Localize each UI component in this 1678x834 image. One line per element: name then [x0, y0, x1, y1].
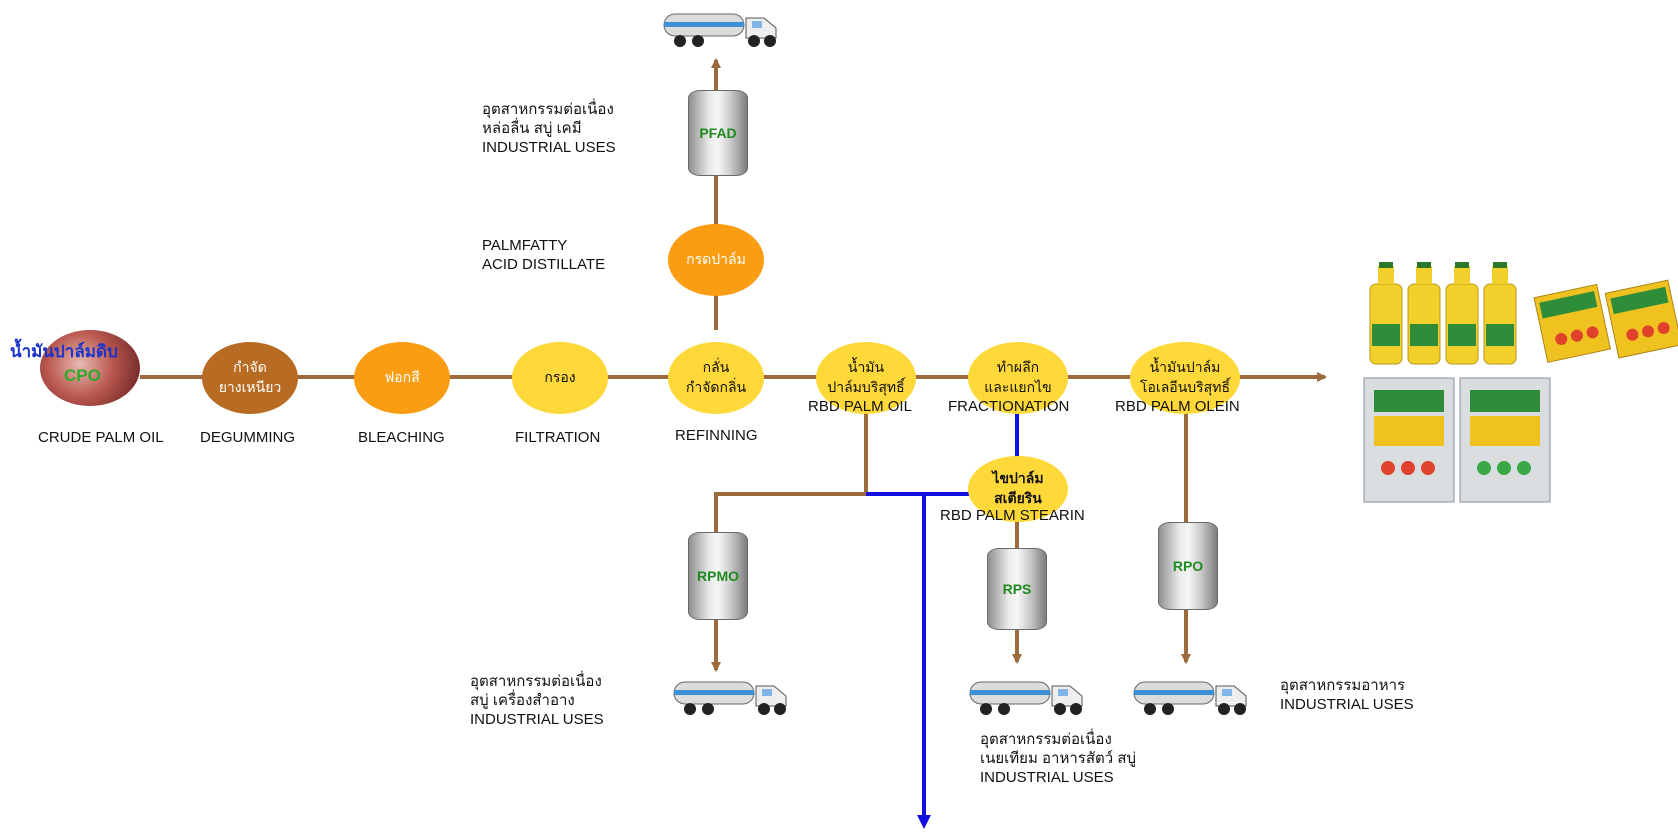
filtration-label: FILTRATION: [515, 429, 601, 446]
oil-tin-icon: [1363, 377, 1455, 503]
pfad-tank-label: PFAD: [699, 125, 737, 141]
storage-tank-icon: RPMO: [688, 532, 748, 620]
rpmo-uses: อุตสาหกรรมต่อเนื่อง สบู่ เครื่องสำอาง IN…: [470, 673, 604, 728]
tanker-truck-icon: [663, 13, 777, 47]
fractionation-node: ทำผลึก และแยกไข: [968, 342, 1068, 414]
tanker-truck-icon: [1133, 681, 1247, 715]
crude-label: CRUDE PALM OIL: [38, 429, 164, 446]
storage-tank-icon: RPS: [987, 548, 1047, 630]
rbd-palm-olein-label: RBD PALM OLEIN: [1115, 398, 1240, 415]
storage-tank-icon: RPO: [1158, 522, 1218, 610]
rps-tank-label: RPS: [1002, 581, 1032, 597]
tanker-truck-icon: [969, 681, 1083, 715]
rps-uses: อุตสาหกรรมต่อเนื่อง เนยเทียม อาหารสัตว์ …: [980, 731, 1136, 786]
crude-title-thai: น้ำมันปาล์มดิบ: [10, 342, 118, 362]
oil-pouch-icon: [1604, 279, 1678, 359]
tanker-truck-icon: [673, 681, 787, 715]
oil-tin-icon: [1459, 377, 1551, 503]
degumming-node: กำจัด ยางเหนียว: [202, 342, 298, 414]
filtration-node: กรอง: [512, 342, 608, 414]
rpmo-tank-label: RPMO: [697, 568, 739, 584]
palm-stearin-node: ไขปาล์ม สเตียริน: [968, 456, 1068, 522]
rpo-uses: อุตสาหกรรมอาหาร INDUSTRIAL USES: [1280, 677, 1414, 713]
crude-abbr: CPO: [64, 366, 101, 385]
rbd-palm-olein-node: น้ำมันปาล์ม โอเลอีนบริสุทธิ์: [1130, 342, 1240, 414]
rpo-tank-label: RPO: [1172, 558, 1204, 574]
consumer-products-image: [1363, 262, 1678, 503]
refining-label: REFINNING: [675, 427, 758, 444]
refining-node: กลั่น กำจัดกลิ่น: [668, 342, 764, 414]
oil-bottle-icon: [1483, 262, 1517, 365]
oil-bottle-icon: [1445, 262, 1479, 365]
crude-palm-oil-image: [40, 330, 140, 406]
storage-tank-icon: PFAD: [688, 90, 748, 176]
bleaching-label: BLEACHING: [358, 429, 445, 446]
oil-bottle-icon: [1407, 262, 1441, 365]
pfad-uses: อุตสาหกรรมต่อเนื่อง หล่อลื่น สบู่ เคมี I…: [482, 101, 616, 156]
degumming-label: DEGUMMING: [200, 429, 295, 446]
pfad-label: PALMFATTY ACID DISTILLATE: [482, 237, 606, 273]
fractionation-label: FRACTIONATION: [948, 398, 1070, 415]
rbd-palm-stearin-label: RBD PALM STEARIN: [940, 507, 1085, 524]
palm-fatty-acid-node: กรดปาล์ม: [668, 224, 764, 296]
oil-pouch-icon: [1533, 283, 1612, 363]
rbd-palm-oil-label: RBD PALM OIL: [808, 398, 912, 415]
oil-bottle-icon: [1369, 262, 1403, 365]
bleaching-node: ฟอกสี: [354, 342, 450, 414]
rbd-palm-oil-node: น้ำมัน ปาล์มบริสุทธิ์: [816, 342, 916, 414]
